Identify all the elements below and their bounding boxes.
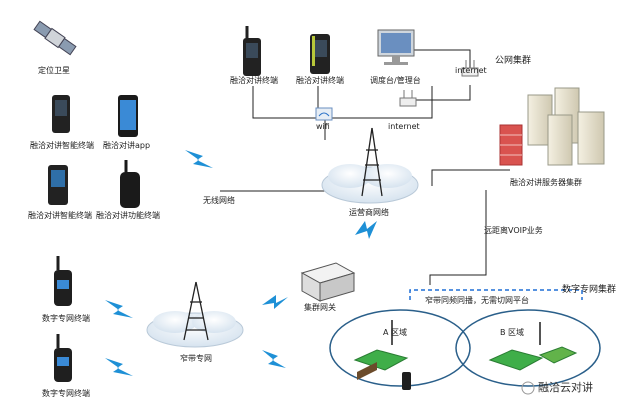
smart-terminal-2-icon (48, 165, 68, 205)
cluster-gateway-label: 集群网关 (304, 303, 336, 312)
zone-a-terrain-icon (353, 320, 409, 380)
watermark-icon (521, 381, 535, 395)
zone-b-ellipse (455, 309, 601, 387)
wifi-router-icon (315, 107, 333, 121)
digital-cluster-label: 数字专网集群 (562, 285, 617, 295)
cell-tower-icon (361, 127, 383, 197)
voip-service-label: 远距离VOIP业务 (484, 226, 543, 235)
internet-mid-label: internet (388, 122, 420, 131)
radio-tower-icon (183, 281, 209, 341)
smart-terminal-2-label: 融洽对讲智能终端 (28, 211, 92, 220)
console-monitor-icon (377, 29, 415, 65)
app-label: 融洽对讲app (103, 141, 151, 150)
smartphone-icon (118, 95, 138, 137)
digital-terminal-1-label: 数字专网终端 (42, 314, 90, 323)
function-terminal-label: 融洽对讲功能终端 (96, 211, 160, 220)
public-cluster-label: 公网集群 (495, 56, 532, 66)
wireless-signal-bolts (105, 150, 377, 376)
digital-terminal-2-icon (54, 334, 72, 382)
server-cluster-icon (499, 87, 605, 166)
wifi-label: wifi (316, 122, 330, 131)
lightning-icon (355, 221, 377, 239)
wireless-network-label: 无线网络 (203, 196, 235, 205)
zone-a-ellipse (329, 309, 471, 387)
terminal-b-label: 融洽对讲终端 (296, 76, 344, 85)
smart-terminal-icon (52, 95, 70, 133)
router-icon (461, 60, 479, 77)
internet-router-icon (399, 90, 417, 107)
operator-cloud (321, 164, 419, 204)
narrowband-note-label: 窄带同频同播，无需切网平台 (425, 296, 529, 305)
narrowband-cloud (146, 311, 244, 348)
terminal-a-label: 融洽对讲终端 (230, 76, 278, 85)
lightning-icon (105, 358, 133, 376)
server-cluster-label: 融洽对讲服务器集群 (510, 178, 582, 187)
lightning-icon (105, 300, 133, 318)
smart-terminal-label: 融洽对讲智能终端 (30, 141, 94, 150)
terminal-a-icon (243, 26, 261, 76)
satellite-label: 定位卫星 (38, 66, 70, 75)
lightning-icon (185, 150, 213, 168)
terminal-b-icon (310, 34, 330, 74)
cluster-gateway-icon (300, 262, 356, 302)
function-terminal-icon (120, 160, 140, 208)
watermark-label: 融洽云对讲 (538, 381, 593, 394)
narrowband-network-label: 窄带专网 (180, 354, 212, 363)
console-label: 调度台/管理台 (370, 76, 421, 85)
lightning-icon (262, 295, 288, 309)
zone-b-terrain-icon (488, 322, 578, 371)
zone-a-label: A 区域 (383, 328, 408, 337)
digital-terminal-2-label: 数字专网终端 (42, 389, 90, 398)
zone-b-label: B 区域 (500, 328, 525, 337)
digital-terminal-1-icon (54, 256, 72, 306)
operator-network-label: 运营商网络 (349, 208, 389, 217)
connection-lines (220, 49, 510, 285)
internet-top-label: internet (455, 66, 487, 75)
lightning-icon (262, 350, 286, 368)
satellite-icon (33, 20, 77, 56)
zone-radio-icon (402, 372, 411, 390)
